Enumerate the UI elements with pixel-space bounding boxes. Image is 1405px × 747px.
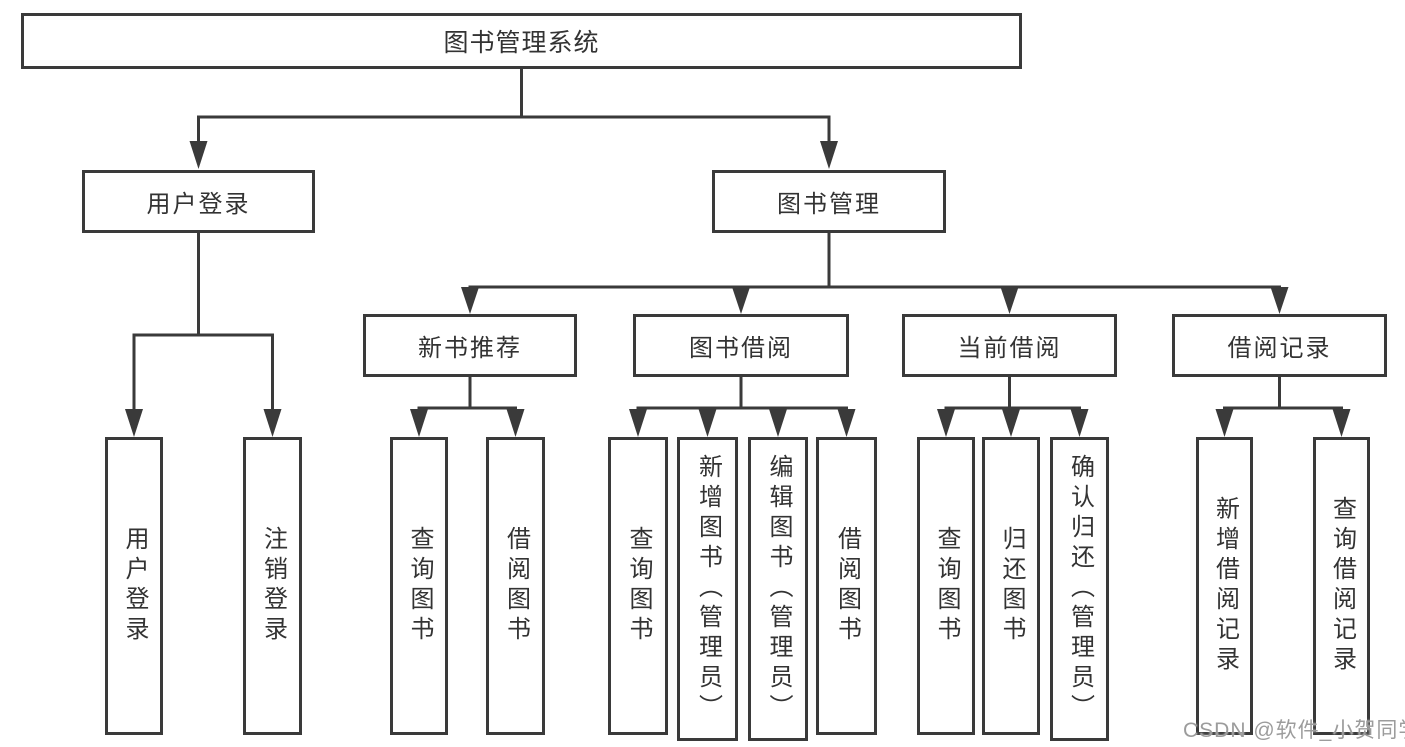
leaf-add-book-admin: 新增图书（管理员）: [677, 437, 738, 741]
node-new-book-recommend: 新书推荐: [363, 314, 577, 377]
leaf-logout: 注销登录: [243, 437, 302, 735]
leaf-return-books: 归还图书: [982, 437, 1040, 735]
leaf-borrow-borrow-books-label: 借阅图书: [833, 526, 861, 646]
node-user-login: 用户登录: [82, 170, 315, 233]
node-root-label: 图书管理系统: [443, 29, 600, 57]
node-book-borrow: 图书借阅: [633, 314, 849, 377]
csdn-watermark: CSDN @软件_小贺同学: [1183, 719, 1405, 742]
node-book-borrow-label: 图书借阅: [689, 335, 793, 362]
node-book-management-label: 图书管理: [777, 191, 881, 218]
leaf-borrow-query-books: 查询图书: [608, 437, 668, 735]
leaf-return-books-label: 归还图书: [998, 526, 1025, 646]
leaf-current-query-books: 查询图书: [917, 437, 975, 735]
node-current-borrow: 当前借阅: [902, 314, 1117, 377]
leaf-borrow-query-books-label: 查询图书: [625, 526, 652, 646]
leaf-borrow-borrow-books: 借阅图书: [816, 437, 877, 735]
node-borrow-records-label: 借阅记录: [1227, 335, 1332, 362]
leaf-edit-book-admin-label: 编辑图书（管理员）: [765, 454, 792, 724]
node-borrow-records: 借阅记录: [1172, 314, 1387, 377]
leaf-user-login-label: 用户登录: [121, 526, 148, 646]
leaf-query-borrow-record-label: 查询借阅记录: [1328, 496, 1356, 676]
leaf-recommend-borrow-books-label: 借阅图书: [502, 526, 530, 646]
leaf-add-borrow-record-label: 新增借阅记录: [1211, 496, 1239, 676]
leaf-recommend-query-books: 查询图书: [390, 437, 448, 735]
leaf-add-borrow-record: 新增借阅记录: [1196, 437, 1253, 735]
leaf-confirm-return-admin: 确认归还（管理员）: [1050, 437, 1109, 741]
leaf-recommend-borrow-books: 借阅图书: [486, 437, 545, 735]
leaf-logout-label: 注销登录: [259, 526, 287, 646]
leaf-add-book-admin-label: 新增图书（管理员）: [694, 454, 722, 724]
leaf-current-query-books-label: 查询图书: [933, 526, 960, 646]
node-root: 图书管理系统: [21, 13, 1022, 69]
leaf-user-login: 用户登录: [105, 437, 163, 735]
node-current-borrow-label: 当前借阅: [957, 335, 1062, 362]
node-new-book-recommend-label: 新书推荐: [418, 335, 522, 362]
leaf-confirm-return-admin-label: 确认归还（管理员）: [1066, 454, 1094, 724]
node-user-login-label: 用户登录: [146, 191, 251, 218]
node-book-management: 图书管理: [712, 170, 946, 233]
leaf-query-borrow-record: 查询借阅记录: [1313, 437, 1370, 735]
leaf-recommend-query-books-label: 查询图书: [406, 526, 433, 646]
leaf-edit-book-admin: 编辑图书（管理员）: [748, 437, 808, 741]
